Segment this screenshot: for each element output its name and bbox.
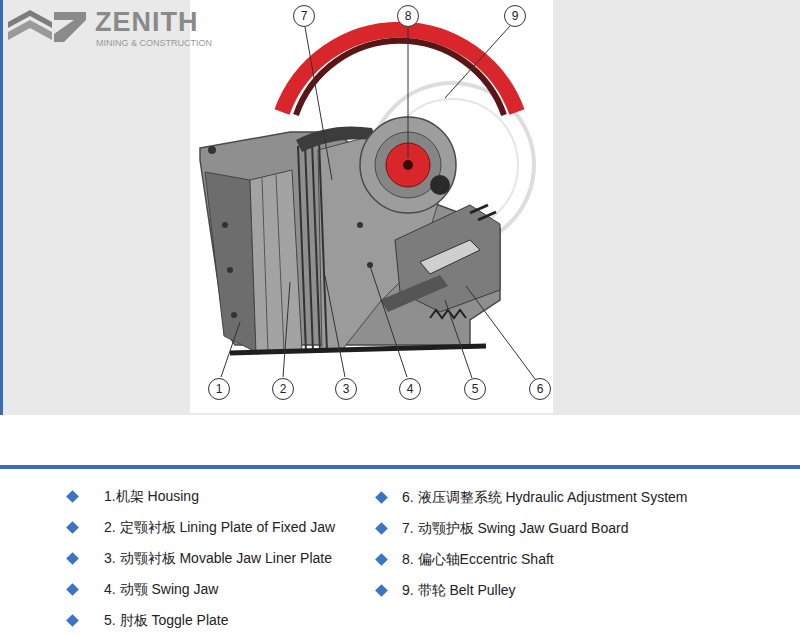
legend-text: 4. 动颚 Swing Jaw [104, 580, 218, 598]
shaft-center [403, 160, 413, 170]
callout-circle: 5 [464, 378, 486, 400]
fixed-jaw-liner [250, 170, 302, 354]
bolt [227, 267, 233, 273]
left-edge-bar [0, 0, 3, 415]
bolt [357, 222, 363, 228]
leader-line [408, 28, 409, 158]
bolt [231, 312, 237, 318]
callout-number: 1 [209, 382, 229, 396]
leader-line [325, 276, 345, 377]
legend-text: 1.机架 Housing [104, 487, 199, 505]
callout-circle: 1 [208, 378, 230, 400]
legend-diamond [66, 521, 79, 534]
callout-number: 4 [400, 382, 420, 396]
hydraulic-system [380, 205, 500, 318]
swing-liner-line [305, 144, 313, 352]
callout-number: 2 [273, 382, 293, 396]
callout-circle: 9 [504, 5, 526, 27]
legend-text: 6. 液压调整系统 Hydraulic Adjustment System [402, 488, 688, 506]
callout-circle: 7 [293, 5, 315, 27]
liner-plate [250, 170, 302, 354]
divider-bar [0, 465, 800, 469]
callout-number: 3 [336, 382, 356, 396]
callout-circle: 8 [397, 5, 419, 27]
leader-line [445, 300, 472, 378]
legend-text: 9. 带轮 Belt Pulley [402, 581, 516, 599]
gray-ground [0, 0, 800, 415]
legend-diamond [66, 552, 79, 565]
leader-line [445, 26, 510, 98]
logo-icon [8, 10, 86, 42]
spring [430, 310, 466, 318]
toggle-plate [380, 275, 448, 312]
leader-line [283, 282, 290, 377]
legend-diamond [375, 522, 388, 535]
callout-number: 8 [398, 9, 418, 23]
callout-number: 6 [530, 382, 550, 396]
hydraulic-cylinder [420, 240, 480, 274]
housing-front [205, 172, 256, 352]
legend-text: 8. 偏心轴Eccentric Shaft [402, 550, 554, 568]
logo-part [8, 20, 52, 40]
flywheel [282, 30, 517, 115]
legend-diamond [375, 553, 388, 566]
logo-part [54, 12, 86, 42]
swing-liner-line [312, 142, 320, 352]
swing-liner-line [319, 140, 327, 352]
legend-text: 2. 定颚衬板 Lining Plate of Fixed Jaw [104, 518, 335, 536]
bolt [222, 222, 228, 228]
callout-number: 7 [294, 9, 314, 23]
callout-circle: 4 [399, 378, 421, 400]
leader-line [370, 266, 407, 377]
brand-name: ZENITH [95, 9, 199, 36]
rod [478, 212, 496, 220]
callout-number: 9 [505, 9, 525, 23]
legend-text: 7. 动颚护板 Swing Jaw Guard Board [402, 519, 628, 537]
flywheel-inner [296, 41, 504, 115]
rod [470, 205, 488, 213]
legend-diamond [66, 614, 79, 627]
callout-circle: 2 [272, 378, 294, 400]
legend-text: 3. 动颚衬板 Movable Jaw Liner Plate [104, 549, 332, 567]
legend-text: 5. 肘板 Toggle Plate [104, 611, 229, 629]
knob [430, 175, 450, 195]
leader-lines [221, 26, 535, 379]
brand-subtitle: MINING & CONSTRUCTION [96, 39, 212, 48]
liner-line [262, 178, 268, 352]
callout-number: 5 [465, 382, 485, 396]
bolt [208, 146, 216, 154]
liner-line [276, 175, 284, 351]
leader-line [305, 27, 332, 180]
legend-diamond [375, 491, 388, 504]
leader-line [221, 322, 240, 377]
swing-liner-line [298, 146, 306, 352]
leader-line [466, 286, 535, 379]
legend-diamond [375, 584, 388, 597]
base-rail [230, 346, 486, 353]
callout-circle: 6 [529, 378, 551, 400]
picture-panel [190, 0, 553, 413]
legend-diamond [66, 583, 79, 596]
callout-circle: 3 [335, 378, 357, 400]
legend-diamond [66, 490, 79, 503]
